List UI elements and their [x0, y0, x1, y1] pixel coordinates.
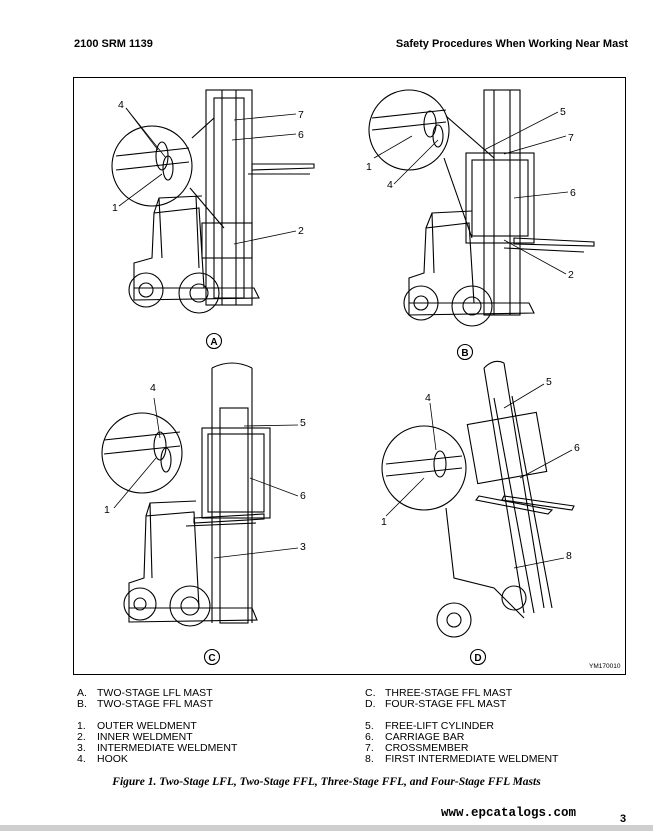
callout-c-1: 1	[104, 504, 110, 516]
panel-b-marker	[456, 343, 474, 361]
callout-b-6: 6	[570, 187, 576, 199]
legend-masts-left: A. TWO-STAGE LFL MAST B. TWO-STAGE FFL MAS…	[77, 688, 213, 710]
panel-a-marker	[205, 332, 223, 350]
callout-leaders-b	[373, 111, 569, 275]
legend-item: 2. INNER WELDMENT	[77, 732, 237, 743]
legend-key: C.	[365, 687, 376, 699]
legend-item: 1. OUTER WELDMENT	[77, 721, 237, 732]
callout-c-6: 6	[300, 490, 306, 502]
legend-item: 8. FIRST INTERMEDIATE WELDMENT	[365, 754, 558, 765]
callout-d-6: 6	[574, 442, 580, 454]
legend-item: C. THREE-STAGE FFL MAST	[365, 688, 512, 699]
callout-a-1: 1	[112, 202, 118, 214]
legend-masts-right: C. THREE-STAGE FFL MAST D. FOUR-STAGE FFL …	[365, 688, 512, 710]
callout-a-7: 7	[298, 109, 304, 121]
panel-c-label: C	[208, 653, 215, 664]
legend-item: 6. CARRIAGE BAR	[365, 732, 558, 743]
forklift-panel-d	[381, 360, 575, 638]
legend-text: INTERMEDIATE WELDMENT	[97, 742, 238, 754]
legend-key: 5.	[365, 720, 374, 732]
legend-item: 7. CROSSMEMBER	[365, 743, 558, 754]
legend-text: TWO-STAGE FFL MAST	[97, 698, 214, 710]
legend-key: 6.	[365, 731, 374, 743]
legend-item: B. TWO-STAGE FFL MAST	[77, 699, 213, 710]
legend-text: TWO-STAGE LFL MAST	[97, 687, 213, 699]
callout-a-4: 4	[118, 99, 124, 111]
callout-a-2: 2	[298, 225, 304, 237]
legend-key: D.	[365, 698, 376, 710]
panel-d-label: D	[474, 653, 481, 664]
panel-d-marker	[469, 648, 487, 666]
legend-key: 3.	[77, 742, 86, 754]
mast-illustration: 4 7 6 1 2 5 7 1 4 6 2 4 5 6 1 3 5 4 6 1 …	[101, 89, 595, 666]
callout-leaders-d	[385, 383, 573, 569]
callout-c-4: 4	[150, 382, 156, 394]
legend-text: THREE-STAGE FFL MAST	[385, 687, 513, 699]
forklift-panel-c	[101, 362, 271, 627]
callout-b-5: 5	[560, 106, 566, 118]
legend-text: HOOK	[97, 753, 128, 765]
legend-text: INNER WELDMENT	[97, 731, 193, 743]
legend-key: B.	[77, 698, 87, 710]
page-bottom-bar	[0, 825, 653, 831]
legend-text: CARRIAGE BAR	[385, 731, 465, 743]
document-id: 2100 SRM 1139	[74, 38, 153, 50]
legend-text: CROSSMEMBER	[385, 742, 469, 754]
legend-text: FIRST INTERMEDIATE WELDMENT	[385, 753, 559, 765]
figure-id-code: YM170010	[589, 663, 621, 670]
legend-parts-right: 5. FREE-LIFT CYLINDER 6. CARRIAGE BAR 7. CR…	[365, 721, 558, 765]
legend-key: 1.	[77, 720, 86, 732]
page-number: 3	[620, 813, 627, 825]
callout-b-7: 7	[568, 132, 574, 144]
legend-item: 5. FREE-LIFT CYLINDER	[365, 721, 558, 732]
legend-item: 3. INTERMEDIATE WELDMENT	[77, 743, 237, 754]
legend-key: A.	[77, 687, 87, 699]
callout-b-2: 2	[568, 269, 574, 281]
panel-c-marker	[203, 648, 221, 666]
legend-item: D. FOUR-STAGE FFL MAST	[365, 699, 512, 710]
watermark-link[interactable]: www.epcatalogs.com	[441, 806, 577, 820]
legend-text: FOUR-STAGE FFL MAST	[385, 698, 507, 710]
legend-parts-left: 1. OUTER WELDMENT 2. INNER WELDMENT 3. INTE…	[77, 721, 237, 765]
callout-d-8: 8	[566, 550, 572, 562]
callout-b-1: 1	[366, 161, 372, 173]
legend-key: 7.	[365, 742, 374, 754]
callout-leaders-a	[118, 107, 297, 245]
legend-item: A. TWO-STAGE LFL MAST	[77, 688, 213, 699]
legend-text: OUTER WELDMENT	[97, 720, 197, 732]
panel-b-label: B	[461, 348, 468, 359]
callout-d-1: 1	[381, 516, 387, 528]
legend-key: 2.	[77, 731, 86, 743]
figure-caption: Figure 1. Two-Stage LFL, Two-Stage FFL, …	[112, 776, 541, 788]
legend-key: 4.	[77, 753, 86, 765]
forklift-panel-b	[368, 89, 595, 327]
section-title: Safety Procedures When Working Near Mast	[395, 38, 628, 50]
legend-item: 4. HOOK	[77, 754, 237, 765]
callout-b-4: 4	[387, 179, 393, 191]
callout-a-6: 6	[298, 129, 304, 141]
callout-d-4: 4	[425, 392, 431, 404]
callout-c-3: 3	[300, 541, 306, 553]
forklift-panel-a	[111, 89, 315, 314]
callout-labels: 4 7 6 1 2 5 7 1 4 6 2 4 5 6 1 3 5 4 6 1 …	[104, 99, 580, 664]
legend-text: FREE-LIFT CYLINDER	[385, 720, 494, 732]
callout-d-5: 5	[546, 376, 552, 388]
legend-key: 8.	[365, 753, 374, 765]
panel-a-label: A	[210, 337, 217, 348]
figure-box: 4 7 6 1 2 5 7 1 4 6 2 4 5 6 1 3 5 4 6 1 …	[73, 77, 626, 675]
callout-c-5: 5	[300, 417, 306, 429]
callout-leaders-c	[113, 397, 299, 559]
